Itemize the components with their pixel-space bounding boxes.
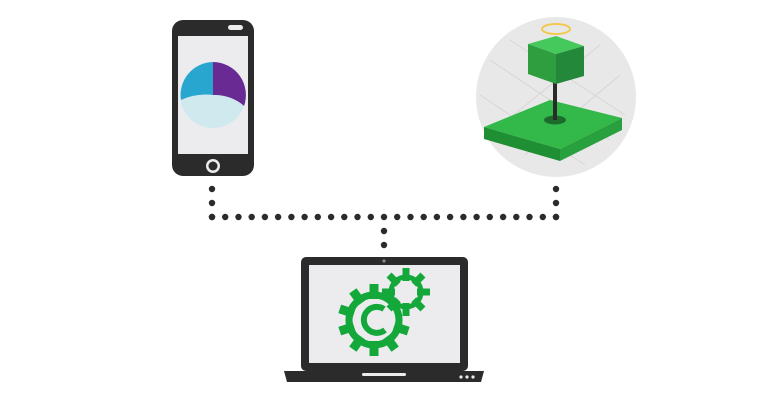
connector-dot [288,213,295,221]
connector-dot [446,213,454,221]
halo-ring [541,23,571,35]
connector-laptop-up [380,227,388,249]
connector-dot [208,213,216,221]
base-left [484,127,560,161]
connector-dot [433,213,441,221]
laptop-base [284,371,484,382]
sensor-3d-model [476,17,636,177]
cube-right [556,46,584,84]
connector-dot [539,213,546,221]
connector-dot [486,213,493,221]
connector-dot [460,213,467,221]
connector-dot [274,213,282,221]
connector-dot [380,213,388,221]
connector-dot [314,213,321,221]
dotted-connector-lines [208,185,560,249]
gears-icon [338,268,430,356]
connector-dot [354,213,361,221]
smartphone [172,20,254,176]
connector-dot [552,213,560,221]
connector-dot [513,213,520,221]
cube-left [528,44,556,84]
connector-dot [367,213,374,221]
large-gear-icon [338,284,410,356]
connector-dot [394,213,401,221]
connector-dot [420,213,427,221]
small-gear-icon [382,268,430,316]
app-logo-icon [180,62,246,128]
connector-dot [235,213,242,221]
laptop-screen [309,265,460,363]
connector-dot [499,213,507,221]
connector-dot [301,213,308,221]
connector-dot [261,213,269,221]
connector-dot [526,213,533,221]
laptop-trackpad [362,373,406,376]
connector-dot [341,213,348,221]
laptop [284,257,484,382]
phone-speaker [228,25,243,30]
connector-dot [407,213,414,221]
connector-horizontal [208,213,560,221]
connector-dot [222,213,229,221]
pole [553,82,557,120]
base-top [484,100,622,149]
connector-dot [327,213,335,221]
laptop-camera [382,259,386,263]
cube-top [528,36,584,54]
base-right [560,118,622,161]
connector-dot [248,213,255,221]
connector-dot [473,213,480,221]
